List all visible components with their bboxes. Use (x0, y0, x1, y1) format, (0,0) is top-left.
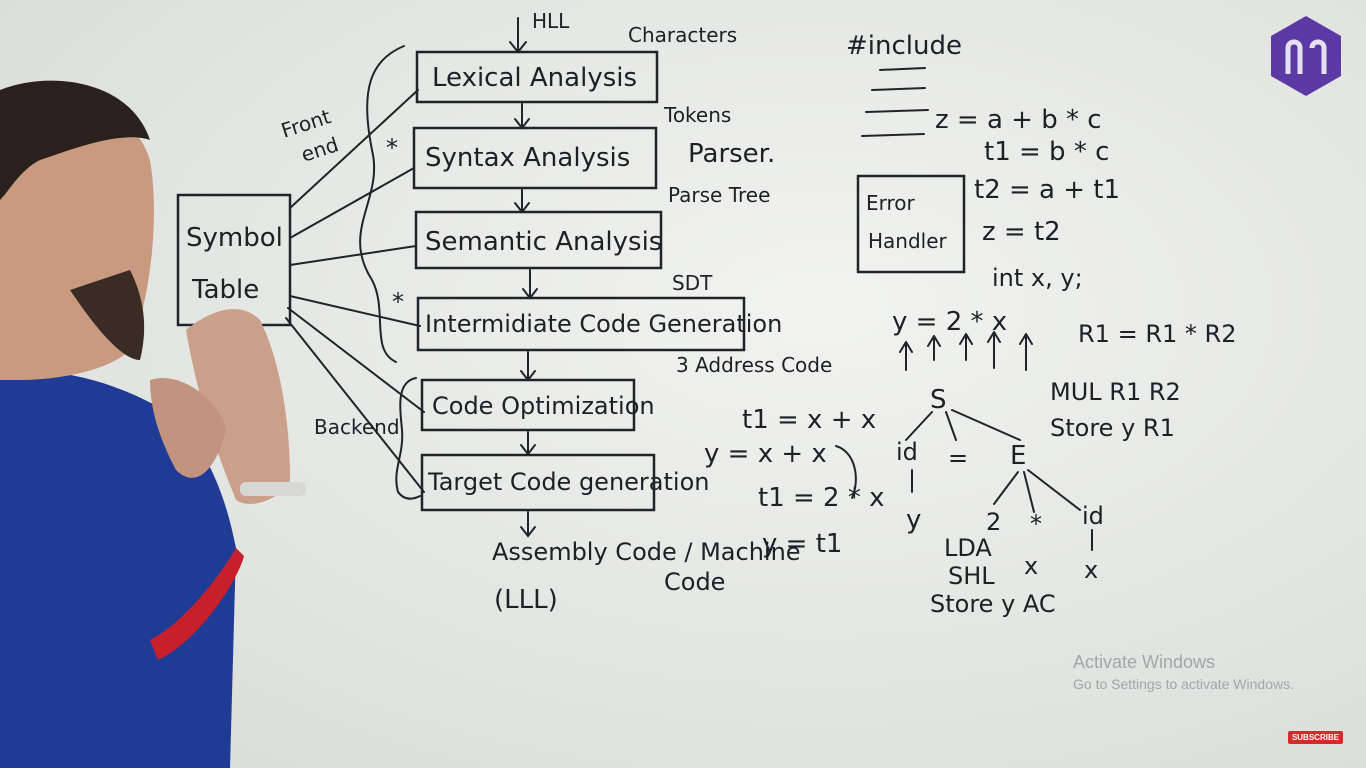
token-arrows (899, 331, 1033, 371)
optimize-arrow (835, 445, 857, 499)
characters-label: Characters (628, 23, 737, 47)
phase-optimization: Code Optimization (432, 392, 655, 420)
arrow-6 (520, 511, 536, 538)
phase-box-icg (416, 296, 746, 352)
hll-label: HLL (532, 9, 570, 33)
error-line1: Error (866, 191, 916, 215)
phase-syntax: Syntax Analysis (425, 143, 630, 173)
phase-box-target (420, 453, 656, 512)
expr-z: z = a + b * c (935, 105, 1102, 135)
asm-store: Store y R1 (1050, 414, 1175, 442)
tree-y: y (906, 505, 921, 535)
back-end-label: Backend (314, 415, 400, 439)
addr-2: y = x + x (704, 439, 827, 469)
final-output-line1: Assembly Code / Machine (492, 538, 801, 566)
tree-edges-E (993, 469, 1081, 513)
front-end-brace (359, 45, 405, 363)
symbol-line1: Symbol (186, 223, 283, 253)
asm-store-ac: Store y AC (930, 590, 1056, 618)
tree-edges-root (905, 409, 1021, 441)
subscribe-button[interactable]: SUBSCRIBE (1288, 731, 1343, 744)
tree-eq: = (948, 444, 968, 472)
lll-label: (LLL) (494, 585, 558, 615)
back-end-brace (395, 377, 421, 500)
star-mark-2: * (392, 288, 404, 316)
parser-label: Parser. (688, 139, 775, 169)
star-mark-1: * (386, 134, 398, 162)
tac-t1: t1 = b * c (984, 137, 1109, 167)
final-output-line2: Code (664, 568, 725, 596)
addr-4: y = t1 (762, 529, 842, 559)
asm-shl: SHL (948, 562, 995, 590)
tac-z: z = t2 (982, 217, 1061, 247)
tree-id: id (896, 438, 918, 466)
decl-int: int x, y; (992, 264, 1083, 292)
output-parse-tree: Parse Tree (668, 183, 770, 207)
phase-box-lexical (415, 50, 659, 104)
expr-y: y = 2 * x (892, 307, 1007, 337)
code-lines-scribble (861, 67, 929, 137)
phase-icg: Intermidiate Code Generation (425, 310, 782, 338)
activate-windows-subtitle: Go to Settings to activate Windows. (1073, 676, 1294, 692)
tree-star: * (1030, 510, 1042, 538)
phase-target: Target Code generation (427, 468, 709, 496)
reg-expr: R1 = R1 * R2 (1078, 320, 1236, 348)
asm-lda: LDA (944, 534, 992, 562)
phase-box-semantic (414, 210, 663, 270)
output-tokens: Tokens (663, 103, 731, 127)
tac-t2: t2 = a + t1 (974, 175, 1120, 205)
tree-x2: x (1084, 556, 1098, 584)
tree-x: x (1024, 552, 1038, 580)
symbol-line2: Table (191, 275, 259, 305)
tree-E: E (1010, 441, 1026, 471)
tree-two: 2 (986, 508, 1001, 536)
error-line2: Handler (868, 229, 948, 253)
activate-windows-title: Activate Windows (1073, 652, 1216, 672)
addr-3: t1 = 2 * x (758, 483, 885, 513)
phase-box-optimization (420, 378, 636, 432)
error-handler-box (856, 174, 966, 274)
tree-root: S (930, 385, 947, 415)
output-3-address: 3 Address Code (676, 353, 832, 377)
asm-mul: MUL R1 R2 (1050, 378, 1181, 406)
phase-semantic: Semantic Analysis (425, 227, 662, 257)
phase-box-syntax (412, 126, 658, 190)
addr-1: t1 = x + x (742, 405, 876, 435)
symbol-table-links (285, 89, 425, 493)
tree-id2: id (1082, 502, 1104, 530)
channel-logo (1271, 16, 1341, 96)
include-directive: #include (846, 31, 962, 61)
phase-lexical: Lexical Analysis (432, 63, 637, 93)
presenter (0, 80, 306, 768)
output-sdt: SDT (672, 271, 713, 295)
